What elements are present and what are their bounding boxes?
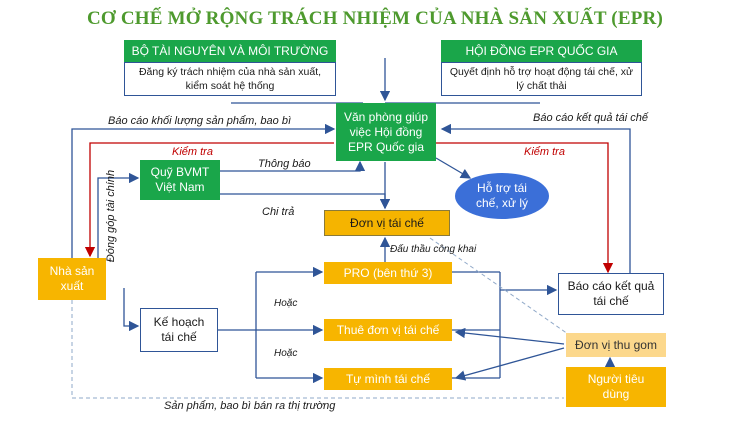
council-header: HỘI ĐỒNG EPR QUỐC GIA <box>441 40 642 62</box>
label-inspect-right: Kiểm tra <box>524 146 565 158</box>
line-notify <box>220 160 366 172</box>
report-box: Báo cáo kết quả tái chế <box>558 273 664 315</box>
label-bidding: Đấu thầu công khai <box>390 244 477 255</box>
fund-box: Quỹ BVMT Việt Nam <box>140 160 220 200</box>
page-title: CƠ CHẾ MỞ RỘNG TRÁCH NHIỆM CỦA NHÀ SẢN X… <box>87 8 663 29</box>
hire-box: Thuê đơn vị tái chế <box>324 319 452 341</box>
consumer-box: Người tiêu dùng <box>566 367 666 407</box>
line-dashed-recycler-collector <box>429 237 569 335</box>
line-inspect-right <box>436 142 614 274</box>
ministry-body: Đăng ký trách nhiệm của nhà sản xuất, ki… <box>124 62 336 96</box>
line-office-support <box>435 157 472 179</box>
ministry-block: BỘ TÀI NGUYÊN VÀ MÔI TRƯỜNG Đăng ký trác… <box>124 40 336 96</box>
label-report-result: Báo cáo kết quả tái chế <box>533 112 648 124</box>
ministry-header: BỘ TÀI NGUYÊN VÀ MÔI TRƯỜNG <box>124 40 336 62</box>
collector-box: Đơn vị thu gom <box>566 333 666 357</box>
label-or-1: Hoặc <box>274 298 298 309</box>
line-dashed-market <box>71 300 564 399</box>
office-box: Văn phòng giúp việc Hội đồng EPR Quốc gi… <box>336 103 436 161</box>
label-or-2: Hoặc <box>274 348 298 359</box>
recycler-box: Đơn vị tái chế <box>324 210 450 236</box>
line-report-result <box>440 123 631 278</box>
line-financial <box>97 172 140 258</box>
label-market: Sản phẩm, bao bì bán ra thị trường <box>164 400 336 412</box>
plan-box: Kế hoạch tái chế <box>140 308 218 352</box>
label-report-volume: Báo cáo khối lượng sản phẩm, bao bì <box>108 115 292 127</box>
pro-box: PRO (bên thứ 3) <box>324 262 452 284</box>
support-oval: Hỗ trợ tái chế, xử lý <box>455 173 549 219</box>
line-report-volume <box>71 123 336 258</box>
self-box: Tự mình tái chế <box>324 368 452 390</box>
line-collector-self <box>454 347 565 381</box>
line-collector-hire <box>454 327 565 345</box>
label-financial: Đóng góp tài chính <box>105 169 117 263</box>
label-inspect-left: Kiểm tra <box>172 146 213 158</box>
council-block: HỘI ĐỒNG EPR QUỐC GIA Quyết định hỗ trợ … <box>441 40 642 96</box>
line-producer-plan <box>123 288 140 332</box>
council-body: Quyết định hỗ trợ hoạt động tái chế, xử … <box>441 62 642 96</box>
producer-box: Nhà sản xuất <box>38 258 106 300</box>
line-inspect-left <box>84 142 334 258</box>
line-pay <box>220 193 391 210</box>
label-notify: Thông báo <box>258 158 311 170</box>
label-pay: Chi trả <box>262 206 295 218</box>
